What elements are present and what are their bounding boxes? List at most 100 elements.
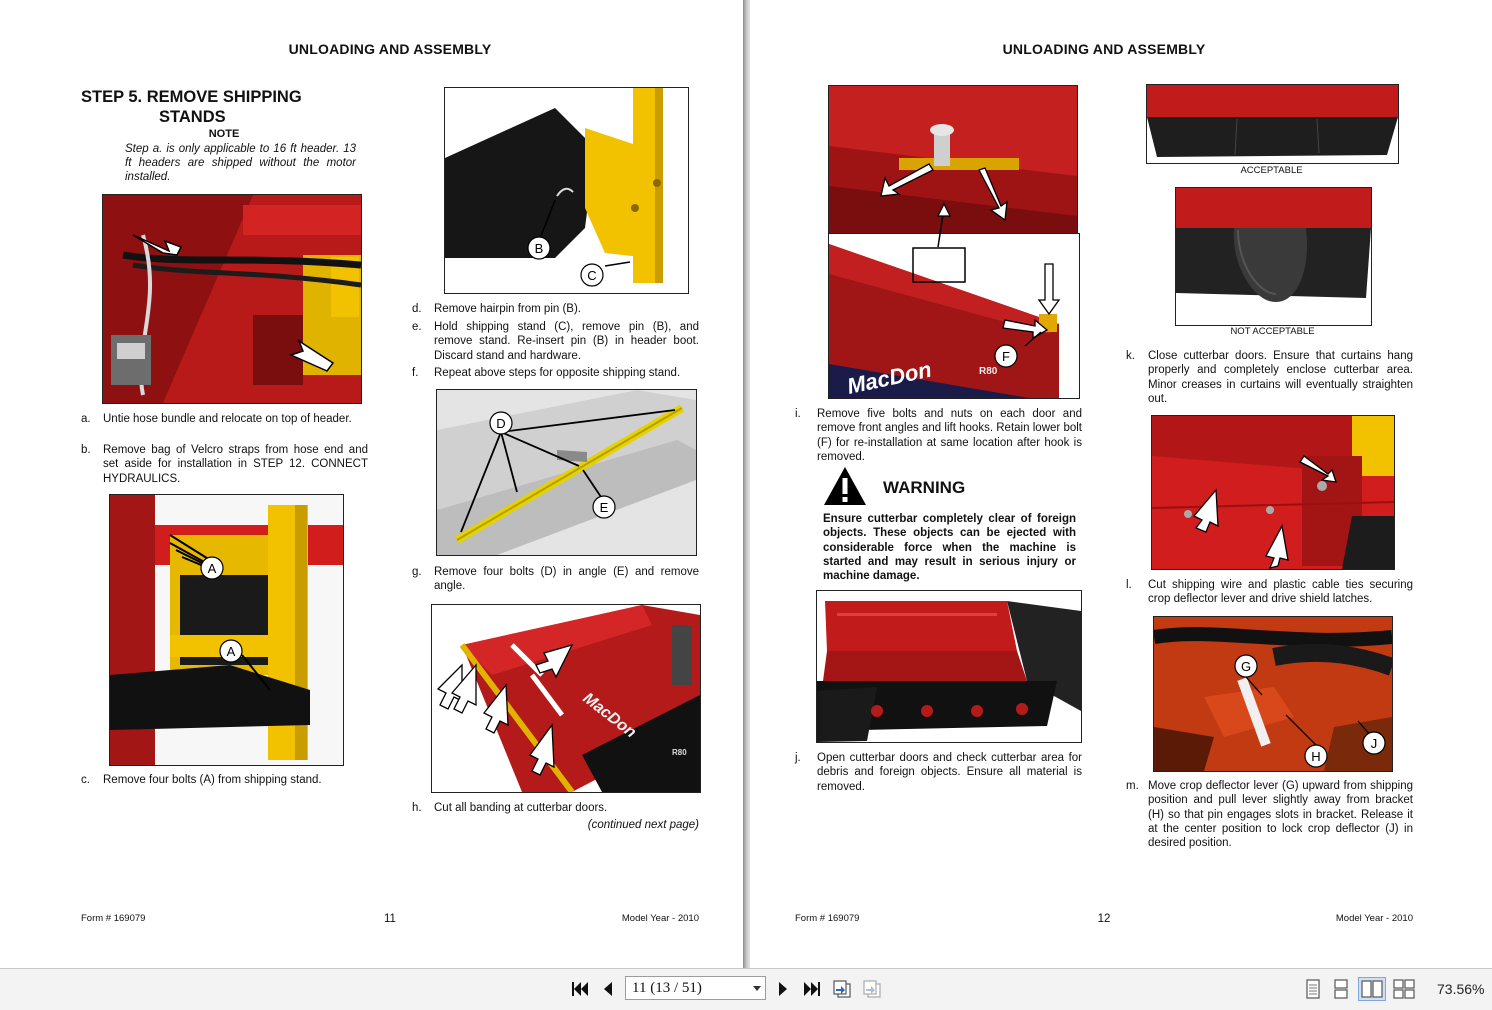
instruction-m: m. Move crop deflector lever (G) upward … — [1126, 779, 1413, 850]
instruction-letter: a. — [81, 413, 91, 425]
instruction-text: Open cutterbar doors and check cutterbar… — [817, 752, 1082, 793]
step-title-line-2: STANDS — [159, 108, 226, 126]
instruction-letter: l. — [1126, 579, 1132, 591]
callout-d: D — [496, 416, 505, 431]
next-page-button[interactable] — [772, 977, 794, 1001]
page-header: UNLOADING AND ASSEMBLY — [288, 41, 492, 57]
instruction-letter: m. — [1126, 780, 1139, 792]
instruction-text: Remove bag of Velcro straps from hose en… — [103, 444, 368, 485]
instruction-b: b. Remove bag of Velcro straps from hose… — [81, 443, 368, 486]
callout-a-1: A — [208, 561, 217, 576]
page-number: 12 — [1097, 913, 1111, 925]
footer-model-year: Model Year - 2010 — [621, 913, 699, 924]
footer-form-number: Form # 169079 — [81, 913, 146, 924]
step-title-line-1: STEP 5. REMOVE SHIPPING — [81, 88, 302, 106]
page-gutter — [743, 0, 750, 968]
instruction-text: Remove hairpin from pin (B). — [434, 303, 581, 315]
go-back-view-button[interactable] — [830, 977, 854, 1001]
page-selector[interactable]: 11 (13 / 51) — [625, 976, 766, 1000]
last-page-button[interactable] — [800, 977, 824, 1001]
caption-acceptable: ACCEPTABLE — [1240, 165, 1303, 176]
figure-door-angle-closeup — [828, 85, 1078, 234]
go-forward-view-button[interactable] — [860, 977, 884, 1001]
footer-model-year: Model Year - 2010 — [1335, 913, 1413, 924]
instruction-text: Close cutterbar doors. Ensure that curta… — [1148, 350, 1413, 405]
callout-c: C — [587, 268, 596, 283]
instruction-g: g. Remove four bolts (D) in angle (E) an… — [412, 565, 699, 594]
instruction-h: h. Cut all banding at cutterbar doors. — [412, 801, 699, 815]
figure-crop-deflector-lever: G H J — [1153, 616, 1393, 772]
callout-b: B — [535, 241, 544, 256]
instruction-f: f. Repeat above steps for opposite shipp… — [412, 366, 699, 380]
instruction-l: l. Cut shipping wire and plastic cable t… — [1126, 578, 1413, 607]
instruction-text: Repeat above steps for opposite shipping… — [434, 367, 681, 379]
warning-text: Ensure cutterbar completely clear of for… — [823, 513, 1076, 583]
callout-h: H — [1311, 749, 1320, 764]
footer-form-number: Form # 169079 — [795, 913, 860, 924]
continuous-facing-view-button[interactable] — [1392, 977, 1416, 1001]
figure-shipping-wire — [1151, 415, 1395, 570]
model-label: R80 — [672, 748, 687, 757]
model-label: R80 — [979, 366, 998, 377]
instruction-text: Remove four bolts (D) in angle (E) and r… — [434, 566, 699, 593]
first-page-button[interactable] — [568, 977, 592, 1001]
instruction-j: j. Open cutterbar doors and check cutter… — [795, 751, 1082, 794]
last-page-icon — [804, 982, 820, 996]
callout-a-2: A — [227, 644, 236, 659]
instruction-e: e. Hold shipping stand (C), remove pin (… — [412, 320, 699, 363]
callout-j: J — [1371, 736, 1378, 751]
figure-shipping-stand-bolts: A A — [109, 494, 344, 766]
instruction-k: k. Close cutterbar doors. Ensure that cu… — [1126, 349, 1413, 406]
caption-not-acceptable: NOT ACCEPTABLE — [1230, 326, 1315, 337]
figure-door-bolt-f: MacDon R80 F — [828, 233, 1080, 399]
instruction-letter: h. — [412, 802, 422, 814]
instruction-text: Move crop deflector lever (G) upward fro… — [1148, 780, 1413, 850]
zoom-level[interactable]: 73.56% — [1437, 981, 1485, 997]
warning-icon — [824, 467, 866, 505]
note-label: NOTE — [208, 128, 240, 140]
instruction-d: d. Remove hairpin from pin (B). — [412, 302, 699, 316]
instruction-letter: f. — [412, 367, 419, 379]
instruction-text: Cut all banding at cutterbar doors. — [434, 802, 608, 814]
instruction-text: Untie hose bundle and relocate on top of… — [103, 413, 352, 425]
document-page-12: UNLOADING AND ASSEMBLY M — [750, 0, 1492, 968]
figure-hose-bundle — [102, 194, 362, 404]
page-header: UNLOADING AND ASSEMBLY — [1002, 41, 1206, 57]
page-number: 11 — [384, 913, 396, 925]
single-page-view-button[interactable] — [1302, 977, 1324, 1001]
first-page-icon — [572, 982, 588, 996]
instruction-text: Cut shipping wire and plastic cable ties… — [1148, 579, 1413, 606]
previous-page-icon — [604, 982, 612, 996]
figure-curtain-acceptable — [1146, 84, 1399, 164]
next-page-icon — [779, 982, 787, 996]
single-page-icon — [1306, 979, 1320, 999]
continuous-view-button[interactable] — [1330, 977, 1352, 1001]
instruction-i: i. Remove five bolts and nuts on each do… — [795, 407, 1082, 464]
instruction-letter: k. — [1126, 350, 1135, 362]
figure-angle-bolts: D E — [436, 389, 697, 556]
continuous-page-icon — [1334, 979, 1348, 999]
instruction-letter: g. — [412, 566, 422, 578]
go-forward-view-icon — [863, 980, 881, 998]
instruction-letter: e. — [412, 321, 422, 333]
figure-curtain-not-acceptable — [1175, 187, 1372, 326]
figure-pin-and-stand: B C — [444, 87, 689, 294]
instruction-text: Remove five bolts and nuts on each door … — [817, 408, 1082, 463]
instruction-letter: c. — [81, 774, 90, 786]
continuous-facing-icon — [1393, 979, 1415, 999]
facing-pages-view-button[interactable] — [1358, 977, 1386, 1001]
instruction-c: c. Remove four bolts (A) from shipping s… — [81, 773, 368, 787]
go-back-view-icon — [833, 980, 851, 998]
continued-note: (continued next page) — [587, 819, 699, 831]
inset-connector-arrow — [937, 202, 951, 248]
document-viewport[interactable]: UNLOADING AND ASSEMBLY STEP 5. REMOVE SH… — [0, 0, 1492, 968]
callout-f: F — [1002, 349, 1010, 364]
previous-page-button[interactable] — [597, 977, 619, 1001]
warning-title: WARNING — [883, 478, 966, 497]
viewer-toolbar: 11 (13 / 51) — [0, 968, 1492, 1010]
instruction-letter: j. — [795, 752, 801, 764]
document-page-11: UNLOADING AND ASSEMBLY STEP 5. REMOVE SH… — [0, 0, 743, 968]
instruction-letter: b. — [81, 444, 91, 456]
instruction-letter: d. — [412, 303, 422, 315]
callout-e: E — [600, 500, 609, 515]
